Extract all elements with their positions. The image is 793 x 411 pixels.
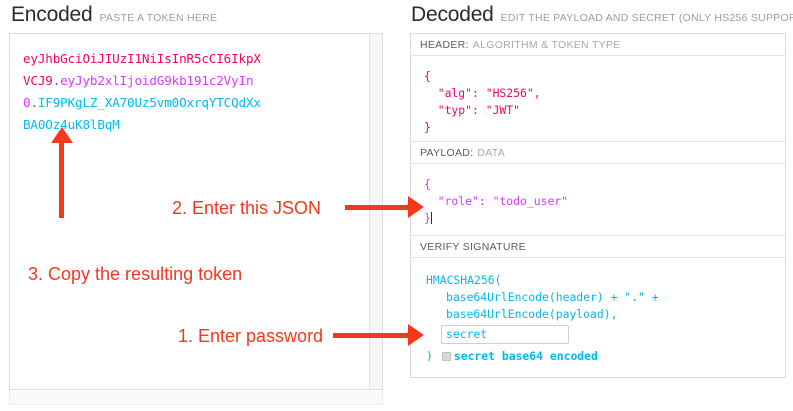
payload-json-editor[interactable]: { "role": "todo_user" }: [411, 164, 785, 236]
token-payload-segment: eyJyb2xlIjoidG9kb191c2VyIn0: [23, 73, 254, 110]
header-section-label: HEADER:ALGORITHM & TOKEN TYPE: [411, 34, 785, 56]
signature-close-paren: ): [426, 349, 433, 363]
encoded-subtitle: PASTE A TOKEN HERE: [99, 12, 218, 24]
encoded-token-text[interactable]: eyJhbGciOiJIUzI1NiIsInR5cCI6IkpXVCJ9.eyJ…: [23, 48, 267, 136]
secret-input-row: [424, 323, 785, 344]
base64-encoded-checkbox[interactable]: [441, 352, 451, 361]
decoded-subtitle: EDIT THE PAYLOAD AND SECRET (ONLY HS256 …: [500, 12, 793, 24]
signature-section-label: VERIFY SIGNATURE: [411, 236, 785, 258]
decoded-heading: Decoded EDIT THE PAYLOAD AND SECRET (ONLY…: [411, 3, 793, 27]
header-section-label-value: ALGORITHM & TOKEN TYPE: [472, 39, 621, 51]
decoded-panel: HEADER:ALGORITHM & TOKEN TYPE { "alg": "…: [410, 33, 786, 378]
encoded-panel-scrollbar[interactable]: [369, 34, 382, 389]
annotation-step-1-arrow-shaft: [333, 333, 410, 338]
signature-section-label-key: VERIFY SIGNATURE: [420, 241, 526, 253]
encoded-panel-footer: [9, 391, 383, 405]
annotation-step-3-arrow-shaft: [59, 143, 64, 218]
annotation-step-1-text: 1. Enter password: [178, 326, 324, 346]
encoded-title: Encoded: [11, 3, 93, 26]
token-header-segment: eyJhbGciOiJIUzI1NiIsInR5cCI6IkpXVCJ9: [23, 51, 261, 88]
signature-line-1: HMACSHA256(: [426, 273, 502, 287]
encoded-token-panel[interactable]: eyJhbGciOiJIUzI1NiIsInR5cCI6IkpXVCJ9.eyJ…: [9, 33, 383, 390]
encoded-heading: Encoded PASTE A TOKEN HERE: [11, 3, 217, 27]
signature-close-row: ) secret base64 encoded: [424, 348, 785, 365]
token-signature-segment: IF9PKgLZ_XA70Uz5vm0OxrqYTCQdXxBA0Oz4uK8l…: [23, 95, 261, 132]
signature-line-3: base64UrlEncode(payload),: [446, 307, 618, 321]
annotation-step-2-arrow-head: [408, 196, 424, 218]
annotation-step-2-arrow-shaft: [345, 205, 410, 210]
token-separator-2: .: [30, 95, 38, 110]
annotation-step-3-text: 3. Copy the resulting token: [28, 264, 243, 284]
decoded-title: Decoded: [411, 3, 494, 26]
header-section-label-key: HEADER:: [420, 39, 469, 51]
annotation-step-1-arrow-head: [408, 324, 424, 346]
payload-section-label-key: PAYLOAD:: [420, 147, 474, 159]
payload-section-label-value: DATA: [477, 147, 506, 159]
signature-editor: HMACSHA256( base64UrlEncode(header) + "."…: [411, 258, 785, 378]
payload-section-label: PAYLOAD:DATA: [411, 142, 785, 164]
base64-encoded-label[interactable]: secret base64 encoded: [453, 349, 598, 363]
token-separator-1: .: [52, 73, 61, 88]
text-caret: [430, 212, 432, 224]
signature-line-2: base64UrlEncode(header) + "." +: [446, 290, 659, 304]
secret-input[interactable]: [441, 325, 569, 344]
annotation-step-2-text: 2. Enter this JSON: [172, 198, 322, 218]
header-json-editor[interactable]: { "alg": "HS256", "typ": "JWT" }: [411, 56, 785, 142]
annotation-step-3-arrow-head: [51, 127, 73, 143]
payload-json-text: { "role": "todo_user" }: [424, 177, 569, 225]
